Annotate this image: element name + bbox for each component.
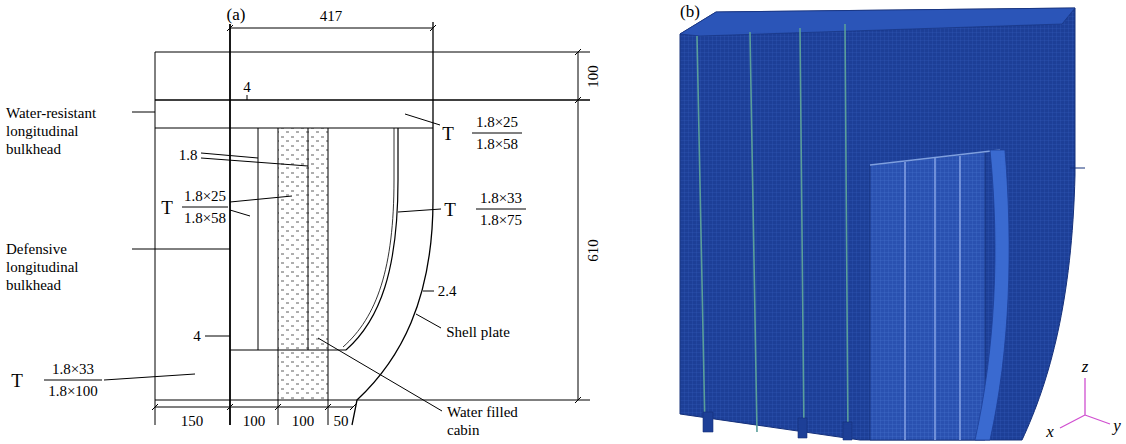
part-name: Water filled cabin — [446, 403, 540, 439]
dimension-tick — [152, 404, 356, 410]
dimension-label: 100 — [586, 64, 601, 89]
profile-size: 1.8×33 — [479, 191, 523, 206]
thickness-label: 1.8 — [178, 148, 199, 163]
axis-label: x — [1045, 423, 1055, 440]
dimension-line — [230, 28, 433, 29]
leader-line — [104, 374, 195, 380]
part-name: Defensive longitudinal bulkhead — [5, 240, 132, 294]
cabin-wall — [328, 128, 329, 400]
bulkhead-web — [258, 128, 259, 350]
profile-size: 1.8×25 — [183, 189, 227, 204]
leader-line — [247, 95, 248, 100]
dimension-label: 100 — [291, 414, 316, 429]
plate-foot — [703, 412, 852, 440]
thickness-label: 4 — [242, 80, 252, 95]
frame-line — [155, 52, 156, 425]
part-name: Shell plate — [445, 325, 511, 340]
dimension-label: 100 — [242, 414, 267, 429]
profile-size: 1.8×25 — [475, 115, 519, 130]
water-cabin-fill — [278, 128, 328, 400]
part-name: Water-resistant longitudinal bulkhead — [5, 104, 132, 158]
thickness-label: 2.4 — [437, 284, 458, 299]
inner-plate — [905, 156, 960, 440]
leader-line — [201, 153, 308, 166]
dimension-tick — [575, 49, 581, 403]
cross-section — [44, 22, 590, 425]
dimension-line — [155, 407, 353, 408]
dimension-label: 417 — [319, 9, 344, 24]
profile-size: 1.8×58 — [183, 211, 227, 226]
profile-size: 1.8×75 — [479, 213, 523, 228]
cabin-web — [308, 128, 309, 350]
profile-size: 1.8×33 — [51, 362, 95, 377]
axis-label: z — [1081, 358, 1090, 375]
leader-line — [423, 291, 434, 292]
curved-frame — [975, 150, 1009, 440]
profile-symbol: T — [10, 371, 24, 390]
extension-line — [328, 400, 329, 425]
thickness-label: 4 — [192, 329, 202, 344]
dimension-line — [578, 52, 579, 400]
defensive-bulkhead — [229, 24, 231, 425]
extension-line — [278, 400, 279, 425]
dimension-label: 150 — [180, 414, 205, 429]
leader-line — [405, 114, 440, 125]
shell-plate — [352, 22, 433, 425]
dimension-tick — [227, 25, 436, 31]
bottom-line — [155, 400, 590, 401]
axis-label: y — [1112, 417, 1122, 434]
profile-symbol: T — [160, 198, 174, 217]
side-frame — [346, 128, 398, 350]
deck-girder-line — [155, 128, 433, 129]
fraction-bar — [472, 133, 522, 134]
profile-symbol: T — [443, 200, 457, 219]
panel-label: (a) — [226, 6, 247, 23]
model-body — [680, 8, 1075, 440]
plate-edge — [697, 24, 848, 440]
frame-floor — [230, 350, 346, 351]
fe-model — [680, 8, 1110, 440]
cabin-wall — [278, 128, 279, 400]
profile-size: 1.8×100 — [47, 384, 99, 399]
profile-symbol: T — [441, 124, 455, 143]
panel-label: (b) — [679, 3, 701, 20]
model-top — [680, 8, 1075, 36]
axis-triad — [1060, 378, 1110, 428]
fraction-bar — [476, 209, 526, 210]
deck-line — [155, 99, 590, 101]
model-cutaway — [870, 152, 985, 440]
fraction-bar — [44, 380, 102, 381]
leader-line — [205, 336, 230, 337]
leader-line — [416, 314, 441, 328]
side-frame — [343, 128, 394, 347]
leader-line — [318, 338, 442, 411]
leader-line — [230, 196, 292, 216]
model-edge — [1070, 168, 1085, 169]
fraction-bar — [182, 207, 228, 208]
dimension-label: 50 — [333, 414, 350, 429]
profile-size: 1.8×58 — [475, 137, 519, 152]
extension-line — [155, 52, 590, 53]
dimension-label: 610 — [586, 238, 601, 263]
leader-line — [398, 209, 441, 212]
